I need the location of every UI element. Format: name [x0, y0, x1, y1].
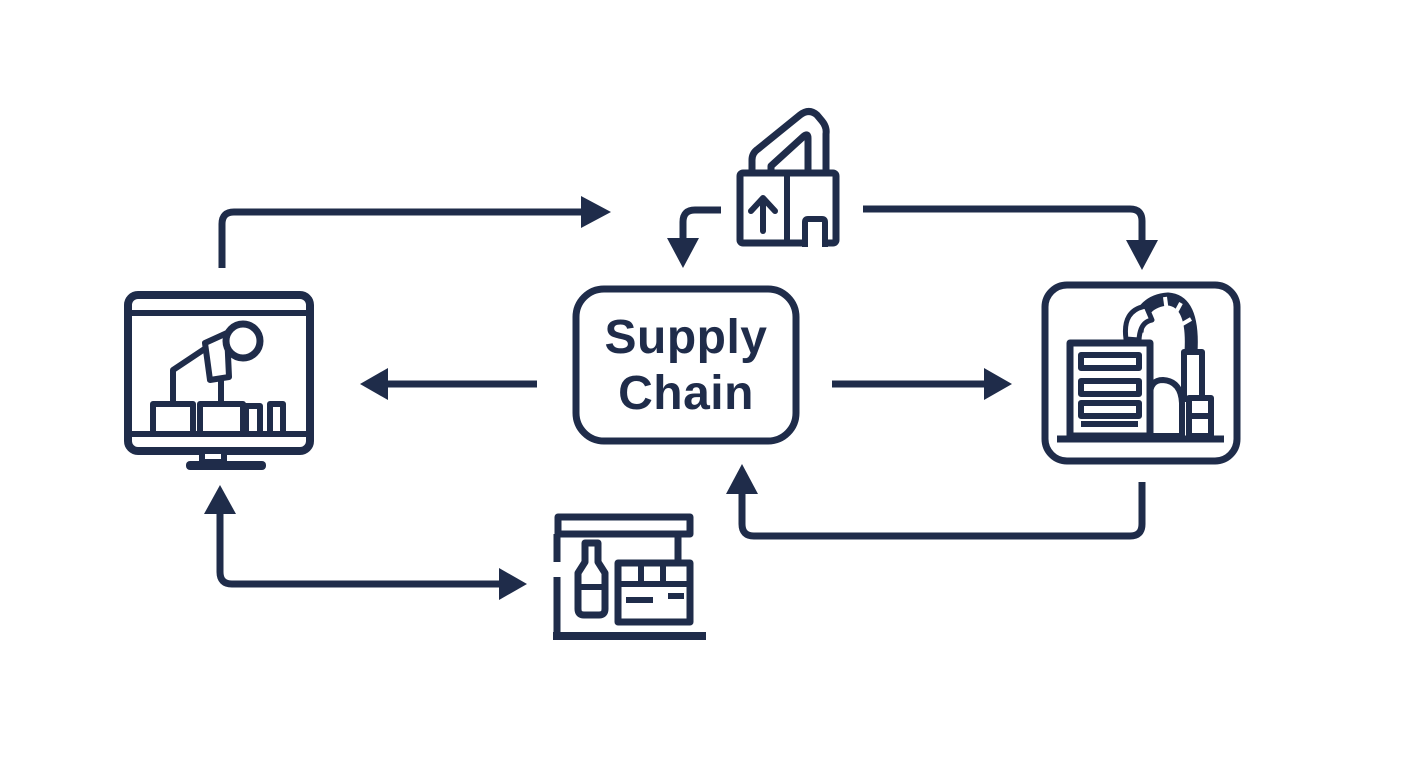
arrow-warehouse-to-center — [726, 464, 1146, 540]
awning-bar — [554, 513, 694, 538]
arrowhead-left — [360, 368, 388, 400]
shipping-box-icon — [736, 108, 840, 248]
supply-chain-box — [572, 285, 800, 445]
box-handle-inner — [767, 131, 812, 174]
robot-tube-stripe-4 — [1177, 317, 1193, 328]
arrowhead-down — [1126, 240, 1158, 270]
shelf-slat-1 — [1078, 352, 1142, 371]
retail-shelf-icon — [553, 513, 706, 640]
box-handle-outer — [748, 108, 830, 174]
arrow-shelf-monitor-link — [204, 485, 527, 600]
robot-arm-link — [170, 345, 208, 404]
shelf-slat-2 — [1078, 378, 1142, 397]
arrowhead-right — [984, 368, 1012, 400]
box-2 — [197, 401, 246, 437]
supply-chain-label-line1: Supply — [604, 311, 767, 364]
arrowhead-right — [581, 196, 611, 228]
box-notch-mask — [806, 221, 824, 248]
box-1 — [150, 401, 196, 437]
robot-tube-stripe-2 — [1163, 296, 1169, 313]
box-3 — [243, 403, 263, 437]
box-notch — [802, 216, 828, 247]
supply-chain-node: Supply Chain — [572, 285, 800, 445]
up-arrow-head — [748, 195, 778, 214]
arrowhead-down — [667, 238, 699, 268]
crate — [614, 559, 694, 626]
monitor-base — [186, 461, 266, 470]
arrowhead-up — [204, 485, 236, 514]
analytics-monitor-icon — [124, 291, 314, 470]
arrowhead-up — [726, 464, 758, 494]
mound — [1147, 377, 1185, 439]
robot-head — [222, 320, 264, 362]
supply-chain-label-line2: Chain — [618, 367, 754, 420]
bottle — [574, 539, 609, 619]
box-4 — [267, 401, 286, 437]
arrow-monitor-to-shipping — [218, 196, 611, 268]
robot-arm-column — [1181, 349, 1205, 402]
arrow-center-to-monitor — [360, 368, 537, 400]
arrow-shipping-to-center — [667, 206, 721, 268]
shelf-slat-3 — [1078, 400, 1142, 419]
robot-tube-stripe-3 — [1172, 302, 1183, 317]
arrow-shipping-to-warehouse — [863, 205, 1158, 270]
arrowhead-right — [499, 568, 527, 600]
robot-nozzle — [1122, 303, 1155, 343]
monitor-neck — [199, 448, 227, 465]
arrow-center-to-warehouse — [832, 368, 1012, 400]
warehouse-robot-icon — [1041, 281, 1241, 465]
